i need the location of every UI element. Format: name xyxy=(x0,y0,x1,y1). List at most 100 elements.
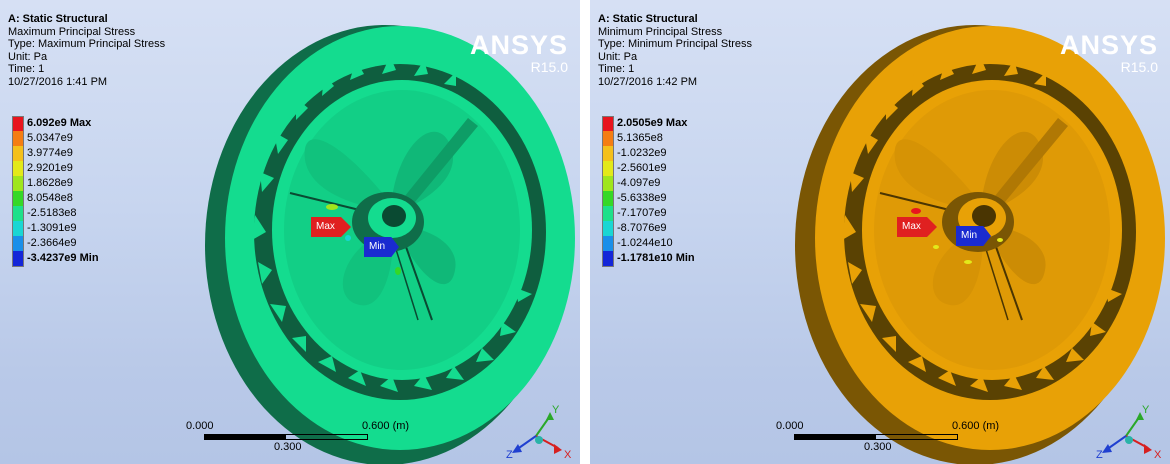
scale-end-label: 0.600 (m) xyxy=(362,420,410,432)
legend-row: -2.3664e9 xyxy=(12,236,162,251)
result-unit: Unit: Pa xyxy=(8,50,48,63)
legend-row: 5.1365e8 xyxy=(602,131,752,146)
axis-triad[interactable]: Y X Z xyxy=(1096,404,1166,460)
axis-z-label: Z xyxy=(1096,449,1103,460)
legend-row: -4.097e9 xyxy=(602,176,752,191)
legend-row: -5.6338e9 xyxy=(602,191,752,206)
axis-x-label: X xyxy=(564,449,572,460)
legend-swatch xyxy=(602,161,614,176)
legend-label: -2.5183e8 xyxy=(27,207,77,219)
logo-text: ANSYS xyxy=(1059,30,1158,60)
result-info: A: Static Structural Minimum Principal S… xyxy=(598,13,752,88)
legend-label-max: 2.0505e9 Max xyxy=(617,117,688,129)
legend-label: -1.3091e9 xyxy=(27,222,77,234)
legend-row: -1.1781e10 Min xyxy=(602,251,752,267)
legend-label-max: 6.092e9 Max xyxy=(27,117,92,129)
legend-row: -2.5183e8 xyxy=(12,206,162,221)
analysis-title: A: Static Structural xyxy=(598,13,698,25)
legend-label: -8.7076e9 xyxy=(617,222,667,234)
legend-row: -1.0232e9 xyxy=(602,146,752,161)
legend-swatch xyxy=(12,146,24,161)
viewport-left[interactable]: A: Static Structural Maximum Principal S… xyxy=(0,0,580,464)
max-probe-label[interactable]: Max xyxy=(311,217,351,237)
result-unit: Unit: Pa xyxy=(598,50,638,63)
axis-x-label: X xyxy=(1154,449,1162,460)
legend-swatch xyxy=(602,116,614,132)
result-time: Time: 1 xyxy=(598,63,635,75)
axis-triad[interactable]: Y X Z xyxy=(506,404,576,460)
wheel-model[interactable] xyxy=(590,0,1170,464)
legend-row: 6.092e9 Max xyxy=(12,116,162,132)
axis-y-label: Y xyxy=(552,404,560,416)
max-probe-label[interactable]: Max xyxy=(897,217,937,237)
legend-swatch xyxy=(602,251,614,267)
result-date: 10/27/2016 1:42 PM xyxy=(598,75,698,88)
legend-row: 5.0347e9 xyxy=(12,131,162,146)
result-type: Type: Maximum Principal Stress xyxy=(8,38,166,50)
axis-z-label: Z xyxy=(506,449,513,460)
contour-legend[interactable]: 6.092e9 Max 5.0347e9 3.9774e9 2.9201e9 1… xyxy=(12,116,162,267)
analysis-title: A: Static Structural xyxy=(8,13,108,25)
scale-bar-graphic xyxy=(794,434,958,440)
version-text: R15.0 xyxy=(1120,59,1158,75)
version-text: R15.0 xyxy=(530,59,568,75)
min-probe-label[interactable]: Min xyxy=(364,237,399,257)
legend-label-min: -3.4237e9 Min xyxy=(27,252,99,264)
legend-label: 5.1365e8 xyxy=(617,132,663,144)
legend-swatch xyxy=(602,146,614,161)
scale-mid-label: 0.300 xyxy=(274,441,302,453)
legend-swatch xyxy=(12,161,24,176)
axis-y-label: Y xyxy=(1142,404,1150,416)
legend-swatch xyxy=(602,176,614,191)
logo-text: ANSYS xyxy=(469,30,568,60)
legend-swatch xyxy=(12,116,24,132)
legend-swatch xyxy=(12,191,24,206)
result-name: Maximum Principal Stress xyxy=(8,25,136,38)
legend-swatch xyxy=(12,176,24,191)
legend-label: -1.0244e10 xyxy=(617,237,673,249)
legend-label: -7.1707e9 xyxy=(617,207,667,219)
result-info: A: Static Structural Maximum Principal S… xyxy=(8,13,165,88)
legend-swatch xyxy=(602,131,614,146)
legend-row: -3.4237e9 Min xyxy=(12,251,162,267)
legend-swatch xyxy=(12,206,24,221)
legend-swatch xyxy=(12,236,24,251)
legend-label: -1.0232e9 xyxy=(617,147,667,159)
legend-row: 3.9774e9 xyxy=(12,146,162,161)
result-date: 10/27/2016 1:41 PM xyxy=(8,75,108,88)
legend-label-min: -1.1781e10 Min xyxy=(617,252,695,264)
wheel-model[interactable] xyxy=(0,0,580,464)
legend-row: -8.7076e9 xyxy=(602,221,752,236)
legend-label: 5.0347e9 xyxy=(27,132,73,144)
contour-legend[interactable]: 2.0505e9 Max 5.1365e8 -1.0232e9 -2.5601e… xyxy=(602,116,752,267)
legend-row: 8.0548e8 xyxy=(12,191,162,206)
legend-row: 2.0505e9 Max xyxy=(602,116,752,132)
legend-swatch xyxy=(602,236,614,251)
result-time: Time: 1 xyxy=(8,63,45,75)
legend-label: 2.9201e9 xyxy=(27,162,73,174)
scale-end-label: 0.600 (m) xyxy=(952,420,1000,432)
scale-start-label: 0.000 xyxy=(776,420,804,432)
legend-row: -2.5601e9 xyxy=(602,161,752,176)
legend-row: 2.9201e9 xyxy=(12,161,162,176)
legend-row: -7.1707e9 xyxy=(602,206,752,221)
legend-swatch xyxy=(602,191,614,206)
min-probe-label[interactable]: Min xyxy=(956,226,991,246)
ansys-logo: ANSYS R15.0 xyxy=(469,30,568,75)
viewport-right[interactable]: A: Static Structural Minimum Principal S… xyxy=(590,0,1170,464)
legend-swatch xyxy=(12,221,24,236)
legend-swatch xyxy=(12,131,24,146)
legend-label: 1.8628e9 xyxy=(27,177,73,189)
legend-row: 1.8628e9 xyxy=(12,176,162,191)
result-name: Minimum Principal Stress xyxy=(598,25,723,38)
legend-swatch xyxy=(602,206,614,221)
legend-label: -5.6338e9 xyxy=(617,192,667,204)
legend-label: -4.097e9 xyxy=(617,177,661,189)
legend-row: -1.3091e9 xyxy=(12,221,162,236)
scale-mid-label: 0.300 xyxy=(864,441,892,453)
legend-row: -1.0244e10 xyxy=(602,236,752,251)
scale-start-label: 0.000 xyxy=(186,420,214,432)
legend-label: -2.3664e9 xyxy=(27,237,77,249)
legend-label: 3.9774e9 xyxy=(27,147,73,159)
ansys-logo: ANSYS R15.0 xyxy=(1059,30,1158,75)
